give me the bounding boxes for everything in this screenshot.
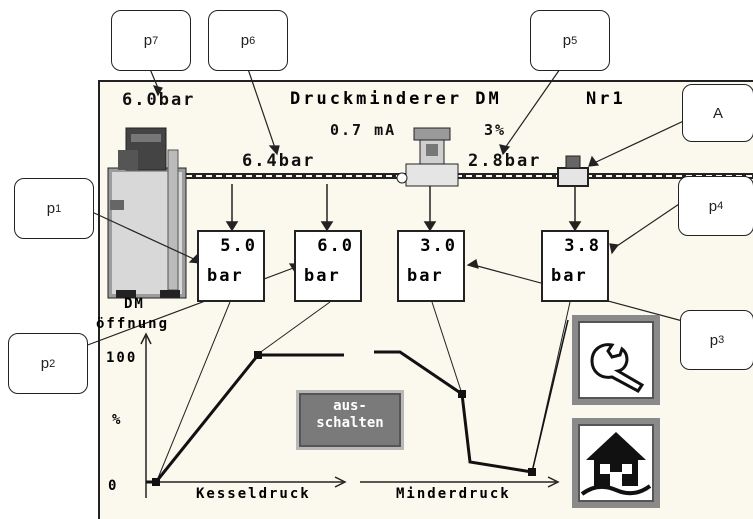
measurement-arrows [225, 184, 582, 232]
gauge-p1: 5.0 bar [197, 230, 265, 302]
callout-A: A [682, 84, 753, 142]
reducer-valve-icon [396, 127, 459, 187]
screen-title: Druckminderer DM [290, 89, 502, 109]
callout-subscript: 2 [49, 357, 56, 370]
gauge-value: 3.0 [420, 236, 457, 256]
chart-axes [140, 332, 560, 498]
opening-chart [146, 319, 569, 486]
unit-number: Nr1 [586, 89, 626, 109]
callout-letter: p [562, 32, 572, 49]
callout-subscript: 4 [717, 200, 724, 212]
series-boiler-point [254, 351, 262, 359]
callout-letter: p [709, 331, 719, 349]
x-label-reduced-pressure: Minderdruck [396, 486, 511, 502]
service-button[interactable] [572, 315, 660, 405]
dm-label: DM [124, 296, 145, 312]
gauge-unit: bar [551, 266, 588, 286]
gauge-p4: 3.8 bar [541, 230, 609, 302]
current-readout: 0.7 mA [330, 121, 397, 139]
y-unit-label: % [112, 412, 123, 428]
home-icon [580, 432, 652, 496]
gauge-p2: 6.0 bar [294, 230, 362, 302]
sensor-icon [557, 155, 589, 187]
gauge-value: 6.0 [317, 236, 354, 256]
callout-subscript: 5 [571, 34, 578, 47]
gauge-unit: bar [207, 266, 244, 286]
gauge-unit: bar [304, 266, 341, 286]
gauge-value: 3.8 [564, 236, 601, 256]
series-reduced-drop [460, 393, 533, 474]
series-boiler-ramp [154, 354, 260, 483]
series-reduced-point [458, 390, 466, 398]
callout-subscript: 3 [718, 334, 725, 346]
callout-letter: A [712, 104, 723, 122]
y-max-label: 100 [106, 350, 138, 366]
home-button[interactable] [572, 418, 660, 508]
series-boiler-point [152, 478, 160, 486]
y-min-label: 0 [108, 478, 119, 494]
callout-letter: p [708, 197, 718, 215]
callout-letter: p [46, 200, 56, 217]
x-label-boiler-pressure: Kesseldruck [196, 486, 311, 502]
callout-letter: p [143, 32, 153, 49]
gauge-p3: 3.0 bar [397, 230, 465, 302]
opening-percent-readout: 3% [484, 121, 507, 139]
switch-off-button[interactable]: aus- schalten [296, 390, 404, 450]
line-pressure-readout: 6.4bar [242, 151, 316, 171]
boiler-pressure-readout: 6.0bar [122, 90, 196, 110]
boiler-icon [107, 127, 187, 299]
callout-letter: p [240, 32, 250, 49]
wrench-icon [590, 343, 645, 393]
series-reduced-point [528, 468, 536, 476]
callout-subscript: 6 [249, 34, 256, 47]
callout-letter: p [40, 355, 50, 372]
series-reduced-leader [531, 319, 569, 473]
series-reduced-plateau [374, 350, 463, 396]
gauge-value: 5.0 [220, 236, 257, 256]
gauge-unit: bar [407, 266, 444, 286]
callout-subscript: 1 [55, 202, 62, 215]
outlet-pressure-readout: 2.8bar [468, 151, 542, 171]
opening-label: öffnung [96, 316, 170, 332]
callout-subscript: 7 [152, 34, 159, 47]
